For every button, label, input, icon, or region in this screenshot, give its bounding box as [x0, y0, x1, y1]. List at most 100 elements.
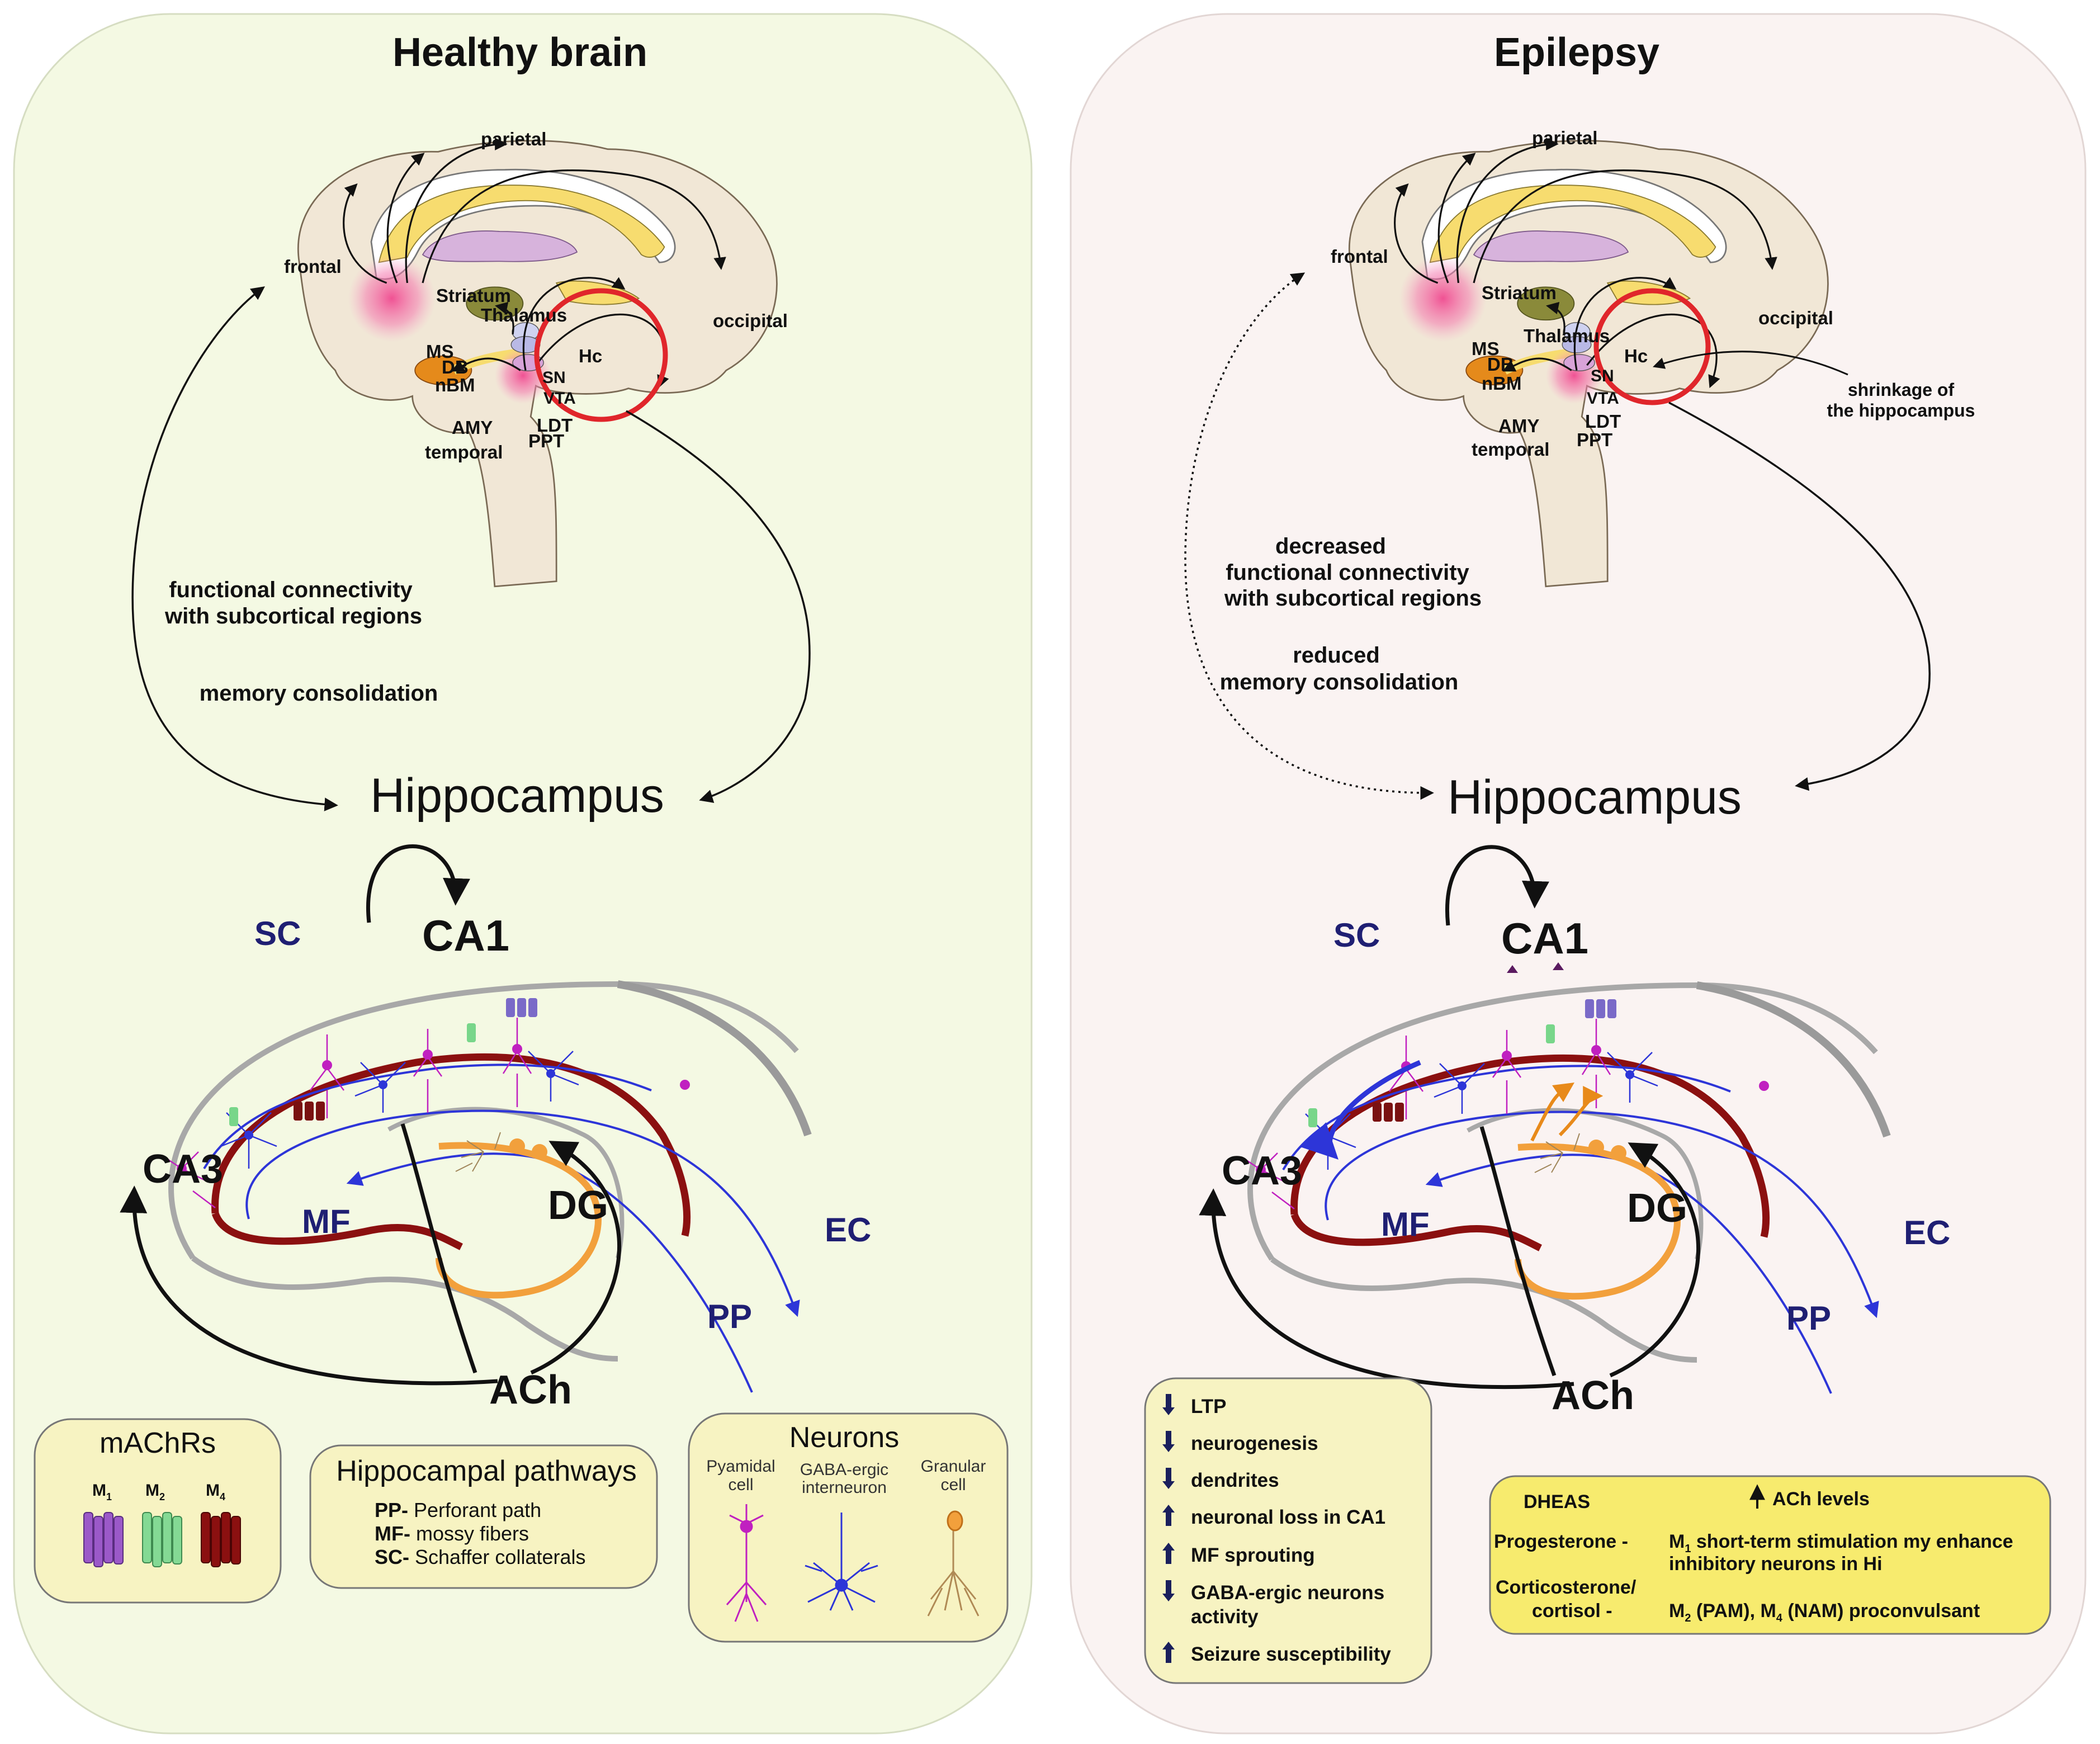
epilepsy-frontal-hippocampus-dotted-arrow — [1184, 272, 1434, 800]
effect-item-label: neuronal loss in CA1 — [1191, 1506, 1385, 1528]
effect-item-label: neurogenesis — [1191, 1433, 1318, 1454]
healthy-memory-consolidation: memory consolidation — [200, 681, 438, 706]
healthy-ec-label: EC — [825, 1211, 871, 1249]
epilepsy-dg-label: DG — [1627, 1186, 1687, 1231]
m1-receptor-icon — [83, 1512, 124, 1567]
m4-receptor-icon — [201, 1512, 241, 1567]
increase-arrow-icon — [1162, 1642, 1175, 1663]
healthy-amy-label: AMY — [452, 417, 493, 438]
healthy-occipital-hippocampus-arrow — [626, 410, 811, 803]
epilepsy-db-label: DB — [1487, 354, 1514, 375]
corticosterone-effect: M2 (PAM), M4 (NAM) proconvulsant — [1669, 1600, 1980, 1624]
progesterone-effect-line1: M1 short-term stimulation my enhance — [1669, 1531, 2013, 1555]
healthy-pp-label: PP — [707, 1298, 752, 1335]
pyramidal-cell-label-1: Pyamidal — [706, 1457, 775, 1476]
healthy-frontal-hippocampus-arrow — [131, 286, 338, 811]
gaba-interneuron-label-2: interneuron — [802, 1478, 887, 1497]
healthy-occipital-label: occipital — [713, 310, 788, 331]
healthy-sn-label: SN — [542, 368, 566, 387]
healthy-striatum-label: Striatum — [436, 285, 511, 306]
epilepsy-ppt-label: PPT — [1577, 429, 1612, 450]
epilepsy-sn-label: SN — [1591, 367, 1614, 385]
epilepsy-parietal-label: parietal — [1532, 127, 1597, 148]
m2-receptor-icon — [142, 1512, 182, 1567]
ca1-neuronal-loss-marks — [1507, 962, 1564, 973]
epilepsy-pp-label: PP — [1786, 1299, 1831, 1337]
gaba-interneuron-icon — [805, 1513, 878, 1611]
granular-cell-label-2: cell — [940, 1476, 966, 1494]
effect-item-label-continued: activity — [1191, 1606, 1259, 1628]
epilepsy-ca3-label: CA3 — [1222, 1149, 1302, 1193]
epilepsy-nbm-label: nBM — [1482, 373, 1521, 394]
healthy-hippocampus-highlight-circle — [534, 288, 668, 422]
mf-sprouting-marks — [1301, 1060, 1604, 1160]
decrease-arrow-icon — [1162, 1394, 1175, 1415]
epilepsy-occipital-hippocampus-arrow — [1668, 401, 1931, 791]
effect-item-label: dendrites — [1191, 1469, 1279, 1491]
healthy-ach-arrows — [120, 844, 622, 1386]
epilepsy-hc-label: Hc — [1624, 346, 1648, 366]
machrs-legend-title: mAChRs — [100, 1427, 216, 1459]
epilepsy-amy-label: AMY — [1498, 415, 1539, 436]
epilepsy-hippocampus-heading: Hippocampus — [1448, 771, 1742, 824]
reduced-line1: reduced — [1293, 643, 1380, 668]
healthy-hc-label: Hc — [579, 346, 602, 366]
decrease-arrow-icon — [1162, 1431, 1175, 1452]
pathways-legend-title: Hippocampal pathways — [336, 1455, 637, 1487]
corticosterone-label-line1: Corticosterone/ — [1496, 1577, 1637, 1598]
gaba-interneuron-label-1: GABA-ergic — [800, 1461, 888, 1479]
m1-label: M1 — [92, 1481, 112, 1502]
healthy-ca3-label: CA3 — [143, 1147, 223, 1192]
effect-item-label: Seizure susceptibility — [1191, 1643, 1391, 1665]
increase-arrow-icon — [1162, 1543, 1175, 1564]
corticosterone-label-line2: cortisol - — [1532, 1600, 1612, 1622]
healthy-frontal-label: frontal — [284, 256, 342, 277]
healthy-ca1-label: CA1 — [422, 911, 509, 960]
pyramidal-cell-label-2: cell — [728, 1476, 753, 1494]
shrinkage-label-line2: the hippocampus — [1827, 400, 1975, 420]
epilepsy-ms-label: MS — [1472, 338, 1500, 359]
healthy-db-label: DB — [442, 357, 469, 377]
healthy-connectivity-line2: with subcortical regions — [164, 604, 422, 628]
decrease-arrow-icon — [1162, 1580, 1175, 1601]
healthy-ms-label: MS — [426, 341, 454, 362]
effect-item-label: GABA-ergic neurons — [1191, 1582, 1384, 1604]
healthy-ach-label: ACh — [489, 1368, 572, 1412]
ach-levels-label: ACh levels — [1772, 1488, 1870, 1510]
epilepsy-thalamus-label: Thalamus — [1524, 325, 1610, 346]
healthy-thalamus-label: Thalamus — [481, 305, 567, 325]
healthy-vta-label: VTA — [543, 389, 576, 408]
pathways-legend-box — [309, 1444, 658, 1589]
epilepsy-sc-label: SC — [1333, 916, 1380, 954]
pathway-pp-item: PP- Perforant path — [375, 1499, 541, 1521]
decrease-arrow-icon — [1162, 1468, 1175, 1489]
m4-label: M4 — [206, 1481, 225, 1502]
shrinkage-pointer-arrow — [1653, 351, 1848, 376]
healthy-dg-label: DG — [548, 1183, 608, 1228]
epilepsy-ach-label: ACh — [1552, 1373, 1634, 1418]
healthy-ppt-label: PPT — [528, 431, 564, 451]
neurons-legend-title: Neurons — [789, 1421, 900, 1454]
healthy-sc-label: SC — [254, 915, 301, 952]
neurons-legend-box — [688, 1412, 1009, 1643]
healthy-connectivity-line1: functional connectivity — [169, 578, 413, 602]
increase-arrow-icon — [1162, 1505, 1175, 1526]
effect-item-label: LTP — [1191, 1396, 1227, 1417]
epilepsy-effects-list: LTP neurogenesis dendrites neuronal loss in… — [1162, 1394, 1391, 1665]
epilepsy-striatum-label: Striatum — [1482, 282, 1557, 303]
epilepsy-ach-arrows — [1199, 845, 1701, 1389]
healthy-hippocampus-heading: Hippocampus — [370, 769, 664, 823]
epilepsy-title: Epilepsy — [1494, 30, 1659, 75]
healthy-temporal-label: temporal — [425, 442, 503, 462]
healthy-nbm-label: nBM — [435, 375, 475, 395]
hormones-box — [1489, 1475, 2051, 1635]
dheas-label: DHEAS — [1524, 1491, 1590, 1513]
pyramidal-cell-icon — [726, 1504, 767, 1622]
m2-label: M2 — [145, 1481, 165, 1502]
reduced-line2: memory consolidation — [1220, 670, 1459, 694]
progesterone-label: Progesterone - — [1494, 1531, 1628, 1552]
progesterone-effect-line2: inhibitory neurons in Hi — [1669, 1553, 1883, 1575]
epilepsy-vta-label: VTA — [1587, 389, 1619, 408]
epilepsy-mf-label: MF — [1381, 1206, 1430, 1243]
